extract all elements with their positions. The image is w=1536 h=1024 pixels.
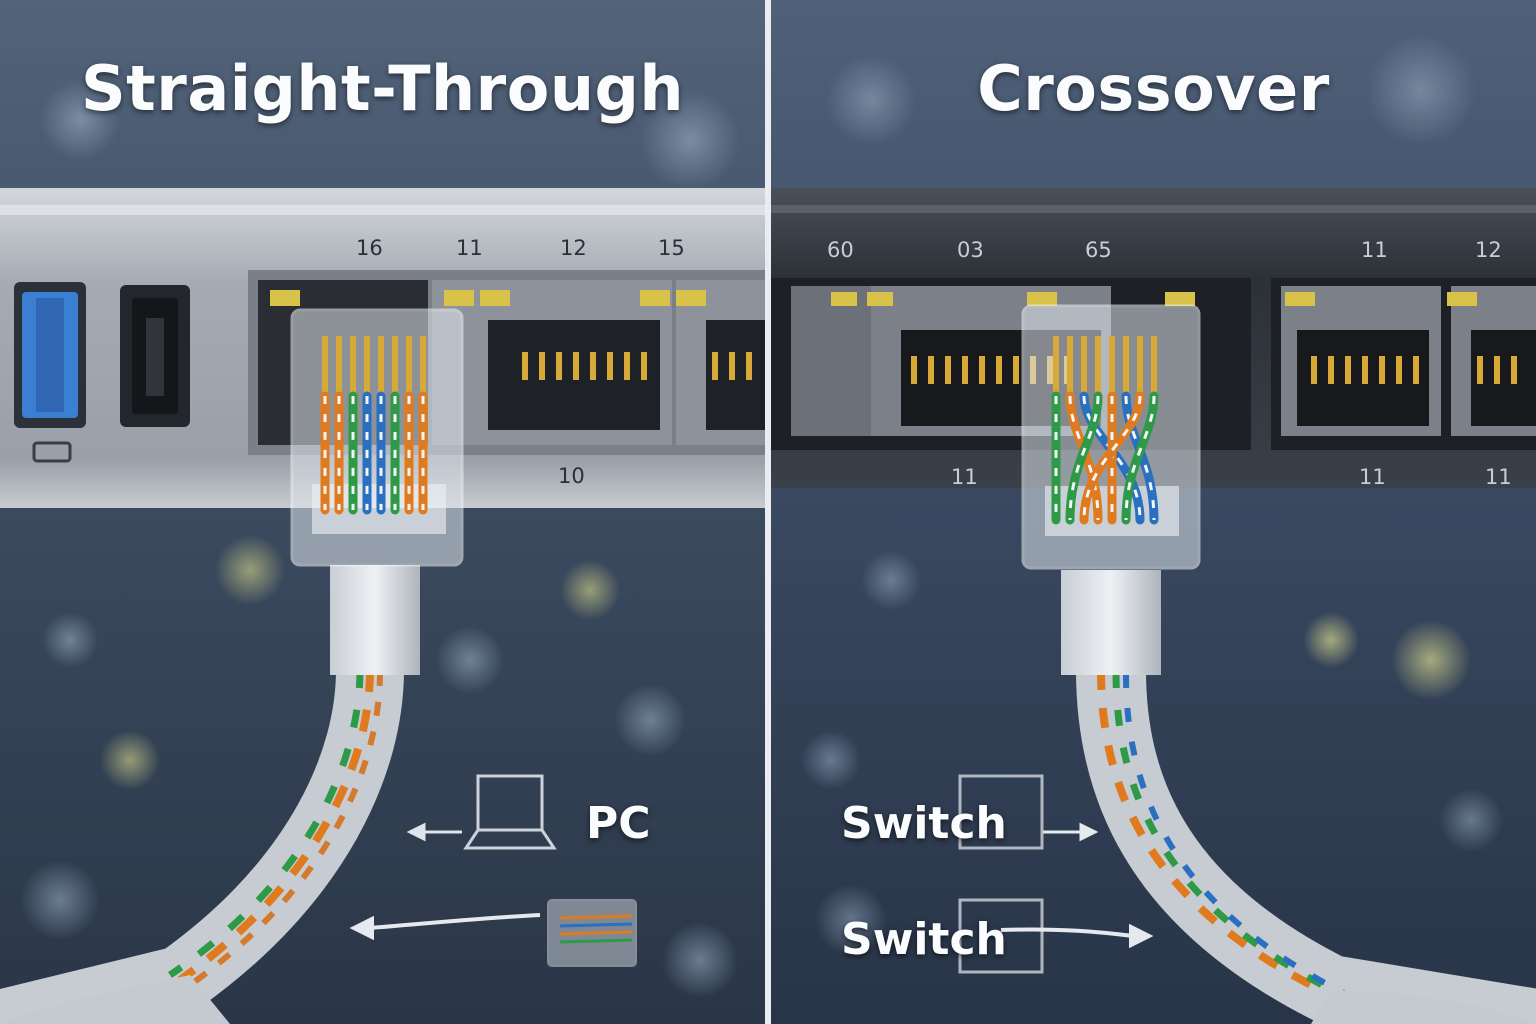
arrow-left-icon (349, 913, 541, 941)
bokeh-lights (20, 80, 740, 998)
right-background (771, 0, 1536, 1024)
port-number: 10 (558, 464, 585, 488)
rj45-connector-icon (547, 899, 637, 967)
arrow-right-icon (1043, 822, 1099, 842)
straight-through-panel: Straight-Through PC 16 11 12 15 10 (0, 0, 765, 1024)
port-number: 11 (951, 465, 978, 489)
port-number: 11 (1359, 465, 1386, 489)
port-number: 11 (1361, 238, 1388, 262)
crossover-panel: Crossover Switch Switch 60 03 65 11 12 1… (771, 0, 1536, 1024)
rj45-connector (1021, 304, 1201, 570)
panel-divider (765, 0, 771, 1024)
arrow-right-icon (1000, 923, 1154, 949)
port-number: 03 (957, 238, 984, 262)
port-number: 65 (1085, 238, 1112, 262)
laptop-icon (463, 774, 557, 850)
port-number: 15 (658, 236, 685, 260)
bokeh-lights (801, 35, 1503, 956)
port-number: 60 (827, 238, 854, 262)
switch-box-icon (958, 898, 1044, 974)
switch-label-top: Switch (841, 798, 1007, 849)
pc-label: PC (586, 798, 651, 849)
connector-boot (1061, 570, 1161, 675)
port-number: 11 (456, 236, 483, 260)
connector-boot (330, 565, 420, 675)
port-number: 12 (1475, 238, 1502, 262)
arrow-left-icon (406, 822, 462, 842)
straight-through-title: Straight-Through (81, 52, 684, 125)
port-number: 16 (356, 236, 383, 260)
switch-box-icon (958, 774, 1044, 850)
port-number: 11 (1485, 465, 1512, 489)
rj45-connector (290, 308, 464, 567)
left-background (0, 0, 765, 1024)
crossover-title: Crossover (977, 52, 1330, 125)
switch-label-bottom: Switch (841, 914, 1007, 965)
port-number: 12 (560, 236, 587, 260)
